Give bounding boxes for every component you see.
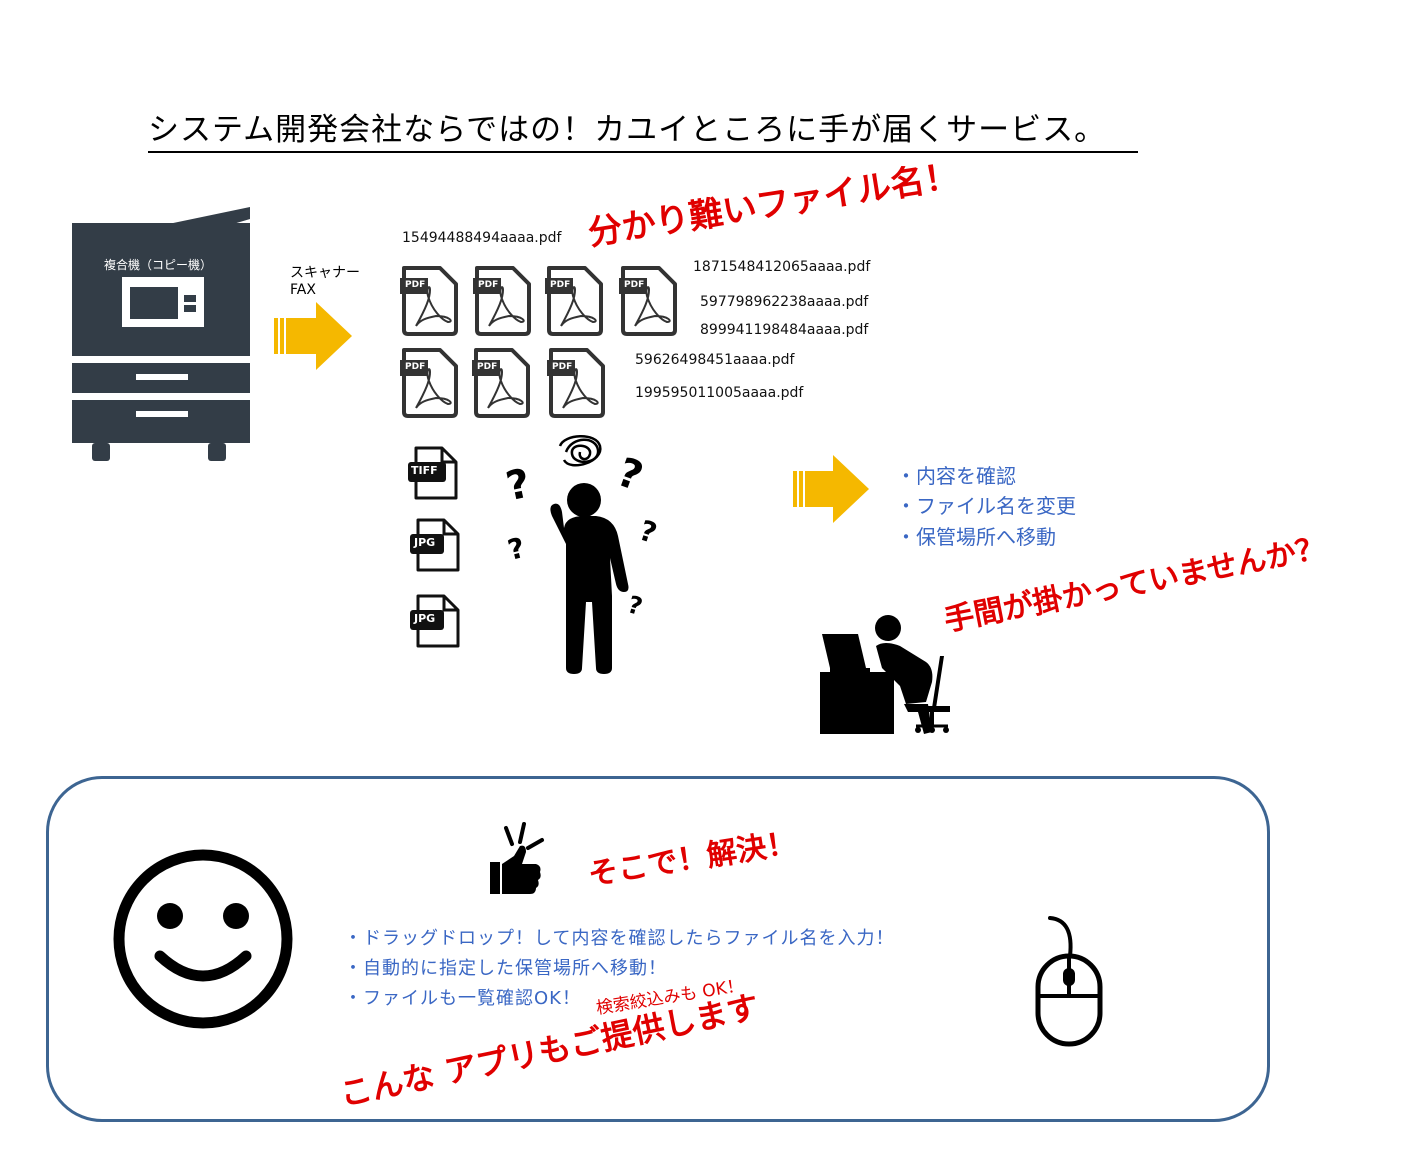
file-name: 15494488494aaaa.pdf [402,230,562,246]
svg-text:?: ? [611,449,649,500]
pdf-badge: PDF [550,280,571,290]
jpg-file-icon [410,594,460,648]
pdf-badge: PDF [405,280,426,290]
solution-item: ・ファイルも一覧確認OK！ [344,988,581,1009]
desk-worker-icon [820,615,950,734]
pdf-badge: PDF [478,280,499,290]
smiley-face-icon [113,849,293,1029]
hard-file-names-callout: 分かり難いファイル名！ [585,155,962,254]
pdf-file-icon [400,266,458,336]
file-name: 1871548412065aaaa.pdf [693,259,871,275]
pdf-badge: PDF [624,280,645,290]
pdf-file-icon [400,348,458,418]
solution-item: ・自動的に指定した保管場所へ移動！ [344,958,667,979]
pdf-file-icon [545,266,603,336]
svg-text:?: ? [504,531,528,567]
file-name: 59626498451aaaa.pdf [635,352,795,368]
pdf-badge: PDF [552,362,573,372]
tiff-badge: TIFF [411,464,438,477]
page-title: システム開発会社ならではの！カユイところに手が届くサービス。 [148,104,1138,153]
pdf-file-icon [473,266,531,336]
svg-text:?: ? [635,514,661,550]
svg-text:?: ? [624,590,645,621]
svg-text:?: ? [502,461,534,511]
pdf-badge: PDF [477,362,498,372]
file-name: 199595011005aaaa.pdf [635,385,804,401]
solution-panel [46,776,1270,1122]
task-item: ・保管場所へ移動 [896,525,1056,549]
pdf-file-icon [547,348,605,418]
fax-label: FAX [290,282,316,298]
arrow-right-icon [793,455,869,523]
thumbs-up-icon [490,822,544,894]
task-item: ・ファイル名を変更 [896,494,1076,518]
jpg-file-icon [410,518,460,572]
file-name: 597798962238aaaa.pdf [700,294,869,310]
pdf-file-icon [619,266,677,336]
arrow-right-icon [274,302,352,370]
copier-label: 複合機（コピー機） [104,258,213,272]
jpg-badge: JPG [414,612,436,625]
tiff-file-icon [408,446,458,500]
scanner-label: スキャナー [290,265,360,281]
confused-person-icon: ? ? ? ? ? [502,435,661,674]
file-name: 899941198484aaaa.pdf [700,322,869,338]
pdf-badge: PDF [405,362,426,372]
pdf-file-icon [472,348,530,418]
solution-item: ・ドラッグドロップ！して内容を確認したらファイル名を入力！ [344,928,895,949]
mouse-icon [1035,916,1103,1047]
copier-icon [72,207,250,461]
task-item: ・内容を確認 [896,464,1016,488]
jpg-badge: JPG [414,536,436,549]
